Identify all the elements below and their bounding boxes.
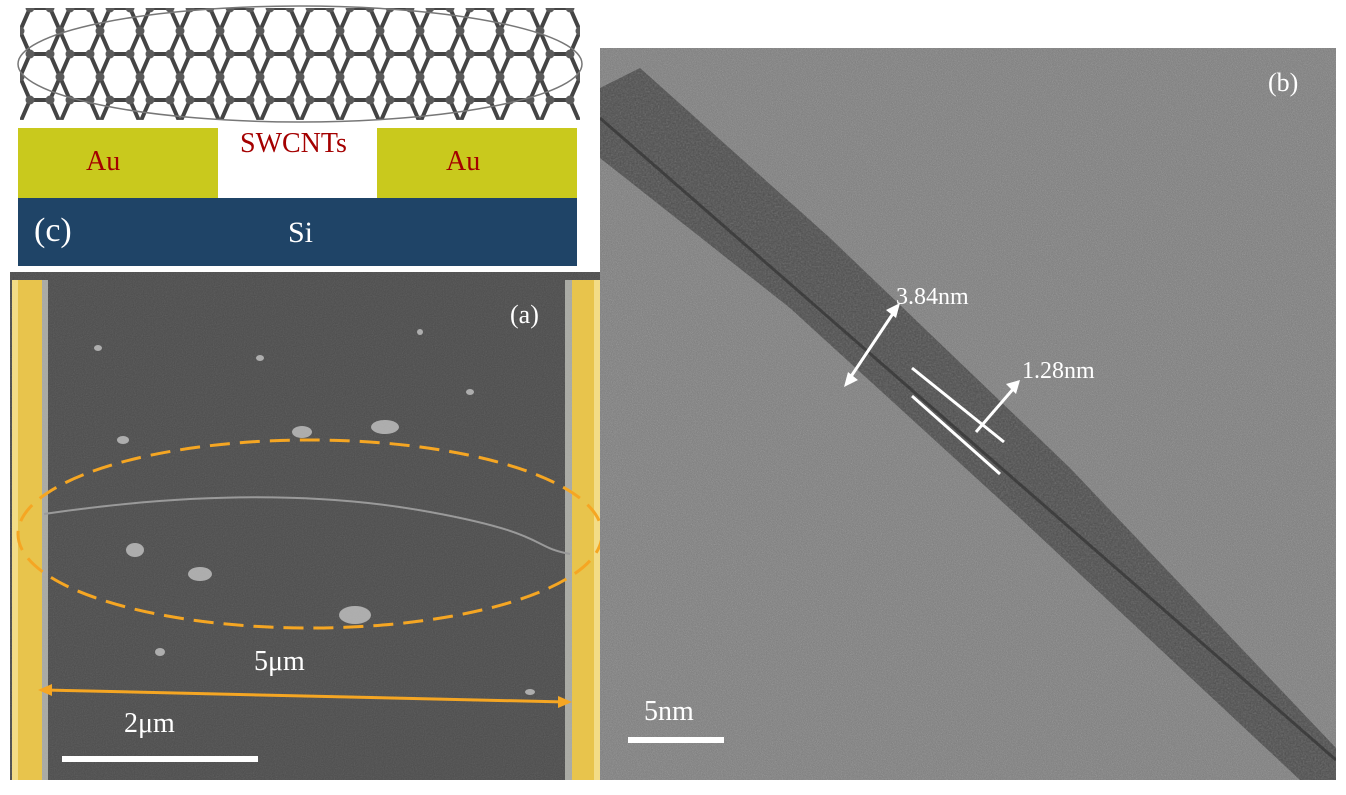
si-label: Si — [288, 216, 314, 249]
tem-figure — [600, 48, 1336, 780]
panel-b-label: (b) — [1268, 68, 1299, 97]
outer-diameter-label: 3.84nm — [896, 284, 969, 310]
nanotube-lattice — [17, 5, 583, 123]
panel-a-label: (a) — [510, 300, 539, 329]
gold-electrode-right — [377, 128, 577, 198]
au-label-right: Au — [446, 146, 481, 177]
panel-c-label: (c) — [34, 212, 72, 249]
sem-figure — [10, 272, 600, 780]
sem-image: (a) 5μm 2μm — [10, 272, 600, 780]
gold-electrode-left — [18, 128, 218, 198]
swcnt-label: SWCNTs — [240, 128, 347, 159]
tem-scale-bar-label: 5nm — [644, 696, 694, 727]
au-label-left: Au — [86, 146, 121, 177]
gap-width-label: 5μm — [254, 646, 305, 677]
inner-spacing-label: 1.28nm — [1022, 358, 1095, 384]
device-schematic: Au Au SWCNTs (c) Si — [0, 0, 600, 272]
tem-image: (b) 3.84nm 1.28nm 5nm — [600, 48, 1336, 780]
sem-scale-bar-label: 2μm — [124, 708, 175, 739]
silicon-substrate — [18, 198, 577, 266]
